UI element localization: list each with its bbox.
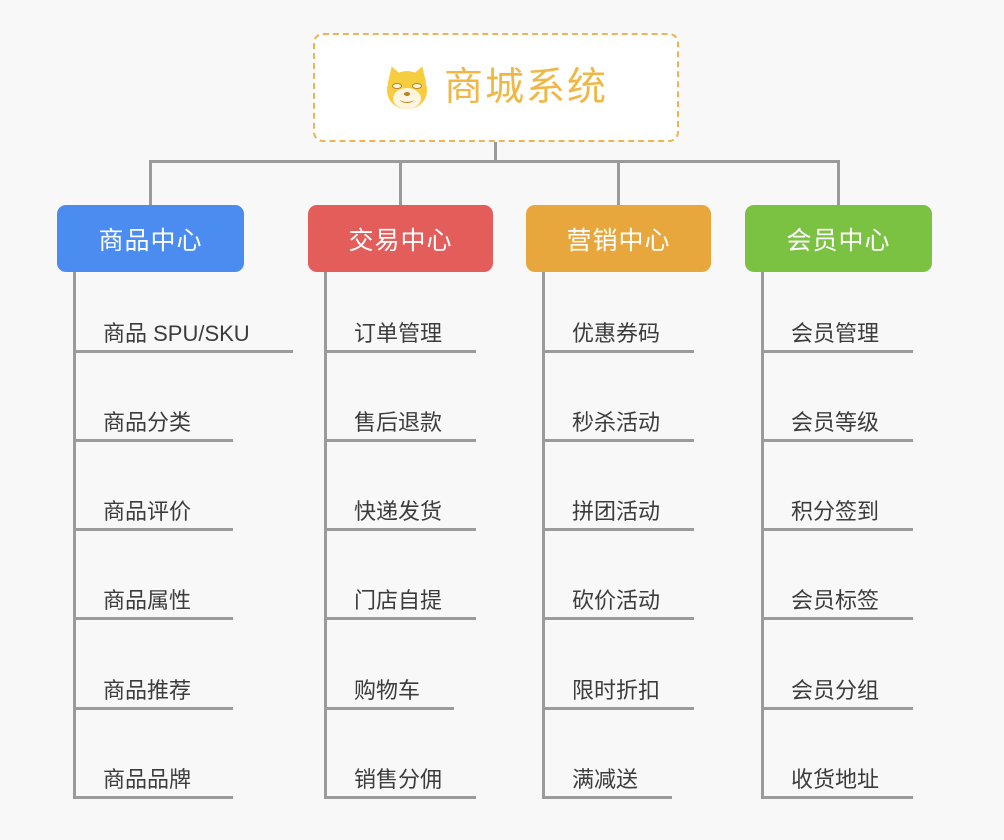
leaf-label: 购物车 (354, 678, 421, 703)
leaf-label: 商品 SPU/SKU (103, 321, 250, 346)
leaf-label: 销售分佣 (354, 767, 443, 792)
leaf-label: 会员管理 (791, 321, 880, 346)
leaf-label: 会员分组 (791, 678, 880, 703)
leaf-item[interactable]: 快递发货 (324, 442, 476, 531)
root-stem-connector (494, 142, 497, 162)
category-box-trade[interactable]: 交易中心 (308, 205, 493, 272)
column-trunk (542, 272, 545, 799)
leaf-label: 砍价活动 (572, 588, 661, 613)
leaf-label: 会员等级 (791, 410, 880, 435)
leaf-underline (73, 528, 233, 531)
leaf-underline (542, 439, 694, 442)
leaf-underline (761, 350, 913, 353)
category-box-marketing[interactable]: 营销中心 (526, 205, 711, 272)
leaf-label: 满减送 (572, 767, 639, 792)
leaf-label: 商品分类 (103, 410, 192, 435)
leaf-item[interactable]: 售后退款 (324, 353, 476, 442)
leaf-underline (324, 796, 476, 799)
leaf-label: 商品评价 (103, 499, 192, 524)
category-label: 交易中心 (348, 226, 453, 255)
leaf-underline (73, 617, 233, 620)
leaf-underline (324, 707, 454, 710)
leaf-item[interactable]: 商品品牌 (73, 710, 233, 799)
leaf-underline (542, 528, 694, 531)
branch-connector-3 (617, 160, 620, 205)
leaf-underline (542, 617, 694, 620)
branch-connector-1 (149, 160, 152, 205)
leaf-label: 商品推荐 (103, 678, 192, 703)
leaf-label: 会员标签 (791, 588, 880, 613)
leaf-item[interactable]: 满减送 (542, 710, 672, 799)
leaf-label: 收货地址 (791, 767, 880, 792)
leaf-item[interactable]: 会员管理 (761, 272, 913, 353)
leaf-underline (73, 707, 233, 710)
horizontal-bus-connector (149, 160, 840, 163)
column-trunk (73, 272, 76, 799)
leaf-underline (73, 350, 293, 353)
leaf-underline (761, 796, 913, 799)
leaf-label: 商品品牌 (103, 767, 192, 792)
leaf-underline (542, 796, 672, 799)
leaf-item[interactable]: 商品评价 (73, 442, 233, 531)
leaf-item[interactable]: 收货地址 (761, 710, 913, 799)
leaf-label: 优惠券码 (572, 321, 661, 346)
leaf-item[interactable]: 拼团活动 (542, 442, 694, 531)
leaf-item[interactable]: 砍价活动 (542, 531, 694, 620)
leaf-underline (324, 528, 476, 531)
leaf-item[interactable]: 订单管理 (324, 272, 476, 353)
leaf-underline (761, 617, 913, 620)
leaf-item[interactable]: 会员等级 (761, 353, 913, 442)
leaf-underline (73, 796, 233, 799)
root-title: 商城系统 (443, 66, 608, 109)
leaf-item[interactable]: 积分签到 (761, 442, 913, 531)
category-label: 商品中心 (98, 226, 203, 255)
leaf-label: 快递发货 (354, 499, 443, 524)
leaf-label: 商品属性 (103, 588, 192, 613)
leaf-label: 积分签到 (791, 499, 880, 524)
leaf-item[interactable]: 商品 SPU/SKU (73, 272, 293, 353)
leaf-item[interactable]: 秒杀活动 (542, 353, 694, 442)
leaf-underline (542, 707, 694, 710)
category-box-commodity[interactable]: 商品中心 (57, 205, 244, 272)
leaf-underline (761, 707, 913, 710)
leaf-underline (73, 439, 233, 442)
shiba-dog-face-icon (383, 63, 431, 111)
leaf-item[interactable]: 优惠券码 (542, 272, 694, 353)
category-label: 营销中心 (566, 226, 671, 255)
leaf-item[interactable]: 商品分类 (73, 353, 233, 442)
column-trunk (324, 272, 327, 799)
leaf-label: 订单管理 (354, 321, 443, 346)
branch-connector-4 (837, 160, 840, 205)
leaf-label: 限时折扣 (572, 678, 661, 703)
leaf-underline (324, 617, 476, 620)
leaf-item[interactable]: 门店自提 (324, 531, 476, 620)
leaf-item[interactable]: 销售分佣 (324, 710, 476, 799)
category-label: 会员中心 (786, 226, 891, 255)
leaf-label: 门店自提 (354, 588, 443, 613)
leaf-item[interactable]: 购物车 (324, 620, 454, 710)
category-box-member[interactable]: 会员中心 (745, 205, 932, 272)
leaf-label: 秒杀活动 (572, 410, 661, 435)
leaf-item[interactable]: 限时折扣 (542, 620, 694, 710)
branch-connector-2 (399, 160, 402, 205)
leaf-item[interactable]: 会员标签 (761, 531, 913, 620)
leaf-underline (542, 350, 694, 353)
root-node[interactable]: 商城系统 (313, 33, 679, 142)
leaf-item[interactable]: 商品属性 (73, 531, 233, 620)
leaf-label: 售后退款 (354, 410, 443, 435)
leaf-underline (761, 528, 913, 531)
leaf-label: 拼团活动 (572, 499, 661, 524)
leaf-item[interactable]: 商品推荐 (73, 620, 233, 710)
leaf-underline (324, 350, 476, 353)
leaf-underline (324, 439, 476, 442)
leaf-item[interactable]: 会员分组 (761, 620, 913, 710)
column-trunk (761, 272, 764, 799)
leaf-underline (761, 439, 913, 442)
